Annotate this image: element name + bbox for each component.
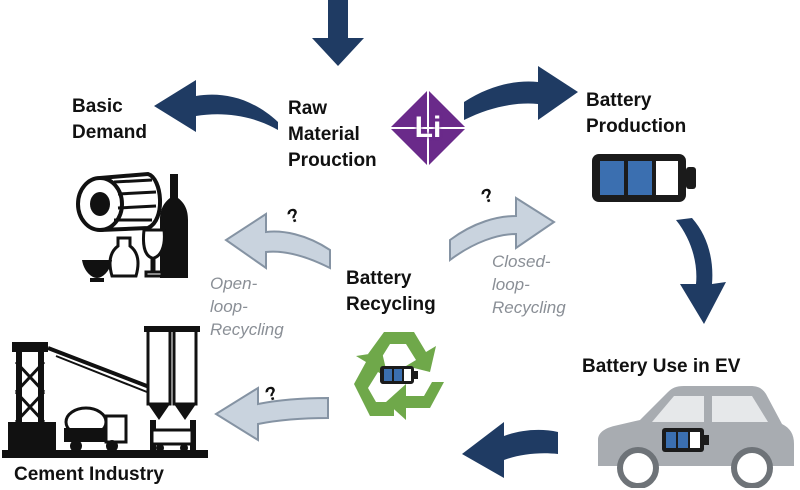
label-closed-loop: Closed- loop- Recycling — [492, 252, 566, 317]
cement-plant-icon — [2, 326, 208, 458]
label-battery-production: Battery Production — [586, 90, 687, 137]
label-cement-industry: Cement Industry — [14, 464, 164, 485]
arrow-open-loop-lower — [214, 386, 329, 442]
label-battery-use: Battery Use in EV — [582, 356, 741, 377]
arrow-down-top — [312, 0, 364, 66]
lithium-symbol-text: Li — [414, 111, 442, 144]
arrow-closed-loop — [449, 196, 556, 262]
battery-icon — [592, 154, 696, 202]
arrow-down-right — [676, 218, 726, 324]
glassware-icon — [76, 171, 188, 282]
label-raw-material: Raw Material Prouction — [288, 98, 377, 171]
electric-car-icon — [598, 386, 794, 488]
recycle-icon — [354, 332, 444, 420]
arrow-to-battery-production — [464, 66, 578, 120]
arrow-to-basic-demand — [154, 80, 278, 132]
label-battery-recycling: Battery Recycling — [346, 268, 436, 315]
arrow-from-ev — [462, 422, 558, 478]
label-open-loop: Open- loop- Recycling — [210, 274, 284, 339]
label-basic-demand: Basic Demand — [72, 96, 147, 143]
lithium-symbol: Li — [388, 88, 468, 168]
arrow-open-loop-upper — [224, 212, 331, 270]
